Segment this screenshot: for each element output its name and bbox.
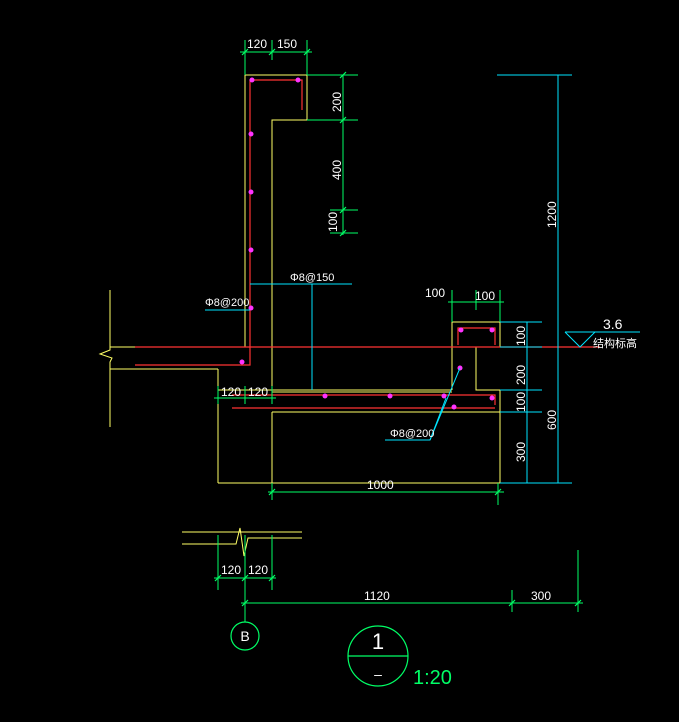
section-sheet: – — [374, 666, 382, 682]
slab-rebar — [232, 394, 496, 405]
rebar-dot — [248, 305, 254, 311]
rebar-dot — [295, 77, 301, 83]
beam-outline — [272, 321, 501, 484]
elevation-symbol — [564, 331, 597, 348]
dim-text-right-400: 400 — [330, 160, 344, 180]
elevation-label: 结构标高 — [593, 336, 637, 350]
dim-text-bot-1120: 1120 — [364, 589, 390, 603]
dim-text-bot-120-a: 120 — [221, 563, 241, 577]
wall-rebar-label: Φ8@200 — [205, 297, 249, 309]
dim-text-beam-300: 300 — [514, 442, 528, 462]
extension-lines — [205, 74, 640, 484]
dim-ticks — [214, 48, 582, 607]
rebar-dot — [248, 189, 254, 195]
beam-rebar-label: Φ8@200 — [390, 428, 434, 440]
dim-text-bot-300: 300 — [531, 589, 551, 603]
dim-text-top-120: 120 — [247, 37, 267, 51]
elevation-value: 3.6 — [603, 316, 623, 332]
section-scale: 1:20 — [413, 667, 452, 689]
section-number: 1 — [372, 629, 384, 654]
slab-rebar-leader — [311, 283, 352, 390]
break-line-bottom — [182, 527, 302, 557]
rebar-dot — [451, 404, 457, 410]
rebar-dot — [458, 327, 464, 333]
dim-text-top-150: 150 — [277, 37, 297, 51]
dim-text-nib-100-b: 100 — [475, 289, 495, 303]
concrete-outline — [98, 74, 501, 557]
dim-text-beam-600: 600 — [545, 410, 559, 430]
section-mark: 1 – 1:20 — [347, 625, 452, 689]
beam-rebar — [457, 327, 496, 345]
dim-text-mid-120-b: 120 — [248, 385, 268, 399]
wall-rebar — [135, 79, 303, 366]
parapet-wall-outline — [245, 74, 308, 392]
rebar-dot — [489, 395, 495, 401]
axis-bubble: B — [230, 621, 260, 651]
dim-text-beam-100-a: 100 — [514, 326, 528, 346]
rebar-dot — [322, 393, 328, 399]
rebar-dot — [387, 393, 393, 399]
rebar-dot — [249, 77, 255, 83]
dimension-lines — [214, 40, 583, 622]
dim-text-right-100: 100 — [326, 212, 340, 232]
dim-text-beam-200: 200 — [514, 365, 528, 385]
rebar-dot — [248, 131, 254, 137]
rebar-dot — [239, 359, 245, 365]
rebar-lines — [135, 79, 600, 409]
dim-text-slab-1000: 1000 — [367, 478, 394, 492]
rebar-dots — [239, 77, 495, 410]
dim-text-beam-100-b: 100 — [514, 392, 528, 412]
break-line-left — [98, 290, 113, 427]
axis-bubble-label: B — [240, 628, 249, 644]
slab-rebar-label: Φ8@150 — [290, 272, 334, 284]
dim-text-1200: 1200 — [545, 201, 559, 228]
rebar-dot — [489, 327, 495, 333]
dim-text-right-200: 200 — [330, 92, 344, 112]
dim-text-bot-120-b: 120 — [248, 563, 268, 577]
dim-text-mid-120-a: 120 — [221, 385, 241, 399]
dim-text-nib-100-a: 100 — [425, 286, 445, 300]
rebar-dot — [248, 247, 254, 253]
rebar-dot — [441, 393, 447, 399]
